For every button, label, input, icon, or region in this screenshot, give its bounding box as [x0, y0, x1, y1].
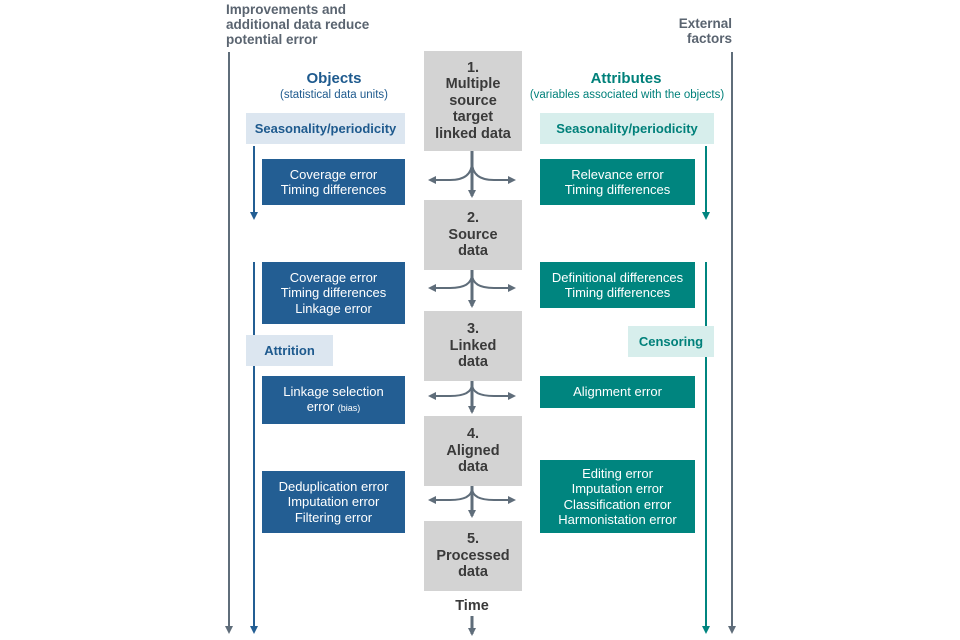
stage-3-linked-data: 3. Linked data — [424, 311, 522, 381]
error-line: Deduplication error — [278, 478, 389, 494]
error-line: error (bias) — [307, 399, 361, 417]
object-error-box: Linkage selection error (bias) — [262, 376, 405, 424]
error-line: Timing differences — [280, 285, 387, 301]
error-line: Coverage error — [289, 166, 378, 182]
attribute-error-box: Relevance error Timing differences — [540, 159, 695, 205]
time-label: Time — [455, 598, 489, 614]
stage-2-source-data: 2. Source data — [424, 200, 522, 270]
stage-line: linked data — [435, 125, 511, 142]
attribute-error-box: Alignment error — [540, 376, 695, 408]
stage-line: Source — [448, 226, 498, 243]
left-axis-label-line: Improvements and — [226, 2, 347, 17]
stage-line: data — [458, 354, 488, 371]
stage-4-aligned-data: 4. Aligned data — [424, 416, 522, 486]
stage-line: 3. — [466, 321, 480, 338]
stage-1-multiple-source: 1. Multiple source target linked data — [424, 51, 522, 151]
censoring-tag: Censoring — [628, 326, 714, 357]
right-axis-label-line: External — [678, 16, 732, 31]
error-line: Filtering error — [294, 509, 373, 525]
error-line: Coverage error — [289, 269, 378, 285]
error-line: Classification error — [563, 496, 672, 512]
error-line: Linkage selection — [283, 383, 384, 399]
stage-line: Multiple — [445, 76, 501, 93]
error-line: Linkage error — [295, 300, 372, 316]
error-line: Editing error — [582, 465, 653, 481]
left-axis-label-line: potential error — [226, 32, 318, 47]
error-line: Timing differences — [564, 182, 671, 197]
stage-5-processed-data: 5. Processed data — [424, 521, 522, 591]
left-axis-label-line: additional data reduce — [226, 17, 370, 32]
attributes-subtitle: (variables associated with the objects) — [529, 89, 725, 101]
stage-line: target — [452, 109, 494, 126]
error-line: Imputation error — [287, 494, 380, 510]
object-error-box: Coverage error Timing differences — [262, 159, 405, 205]
stage-line: 4. — [466, 426, 480, 443]
attrition-tag: Attrition — [246, 335, 333, 366]
attribute-error-box: Editing error Imputation error Classific… — [540, 460, 695, 533]
error-line: Alignment error — [573, 384, 662, 400]
error-line: Timing differences — [280, 182, 387, 197]
right-axis-label: External factors — [640, 16, 732, 46]
error-line: Imputation error — [571, 481, 664, 496]
stage-line: source — [449, 92, 497, 109]
stage-line: 5. — [466, 531, 480, 548]
stage-line: 1. — [466, 59, 480, 76]
error-note: (bias) — [337, 403, 361, 413]
stage-line: data — [458, 459, 488, 476]
object-seasonality-tag: Seasonality/periodicity — [246, 113, 405, 144]
error-line: Harmonistation error — [558, 512, 677, 527]
stage-line: Aligned — [446, 442, 500, 459]
stage-line: Linked — [449, 337, 497, 354]
error-line: Timing differences — [564, 285, 671, 300]
error-line: Relevance error — [571, 166, 664, 182]
objects-title: Objects — [306, 70, 362, 87]
left-axis-label: Improvements and additional data reduce … — [226, 2, 426, 47]
attributes-title: Attributes — [590, 70, 662, 87]
error-line: Definitional differences — [551, 269, 684, 285]
stage-line: Processed — [436, 547, 510, 564]
stage-line: 2. — [466, 210, 480, 227]
object-error-box: Coverage error Timing differences Linkag… — [262, 262, 405, 324]
attribute-error-box: Definitional differences Timing differen… — [540, 262, 695, 308]
object-error-box: Deduplication error Imputation error Fil… — [262, 471, 405, 533]
stage-line: data — [458, 243, 488, 260]
stage-line: data — [458, 564, 488, 581]
error-text: error — [306, 399, 335, 414]
right-axis-label-line: factors — [686, 31, 732, 46]
attribute-seasonality-tag: Seasonality/periodicity — [540, 113, 714, 144]
objects-subtitle: (statistical data units) — [279, 89, 388, 101]
